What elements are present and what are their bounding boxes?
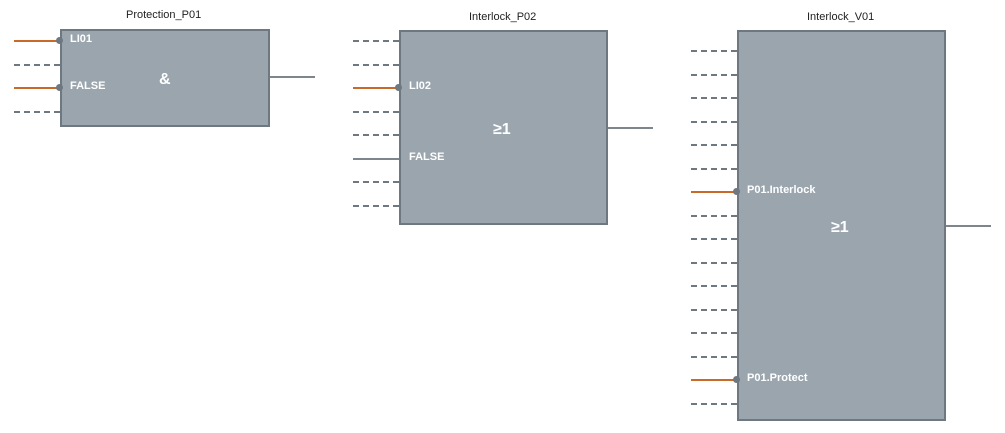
input-pin-wire[interactable] (353, 158, 399, 160)
input-pin-wire[interactable] (691, 262, 737, 264)
input-pin-wire[interactable] (14, 64, 60, 66)
input-pin-wire[interactable] (691, 97, 737, 99)
input-pin-wire[interactable] (691, 238, 737, 240)
input-pin-wire[interactable] (691, 215, 737, 217)
block-title-interlock-p02: Interlock_P02 (469, 11, 537, 23)
input-pin-wire[interactable] (353, 40, 399, 42)
input-pin-wire[interactable] (353, 134, 399, 136)
input-pin-wire[interactable] (14, 87, 60, 89)
input-pin-wire[interactable] (14, 111, 60, 113)
input-pin-wire[interactable] (691, 356, 737, 358)
input-pin-wire[interactable] (691, 332, 737, 334)
input-pin-wire[interactable] (691, 74, 737, 76)
function-block-interlock-v01[interactable]: ≥1 (737, 30, 946, 421)
input-pin-wire[interactable] (353, 64, 399, 66)
output-wire[interactable] (608, 127, 653, 129)
input-pin-wire[interactable] (353, 111, 399, 113)
input-pin-wire[interactable] (691, 379, 737, 381)
pin-connection-dot (395, 84, 402, 91)
block-operator: ≥1 (493, 121, 511, 138)
pin-label: FALSE (409, 151, 445, 163)
block-title-interlock-v01: Interlock_V01 (807, 11, 875, 23)
pin-connection-dot (733, 376, 740, 383)
pin-label: LI02 (409, 80, 432, 92)
input-pin-wire[interactable] (691, 309, 737, 311)
input-pin-wire[interactable] (691, 191, 737, 193)
pin-connection-dot (56, 37, 63, 44)
block-operator: ≥1 (831, 219, 849, 236)
input-pin-wire[interactable] (353, 181, 399, 183)
pin-label: P01.Protect (747, 372, 808, 384)
input-pin-wire[interactable] (353, 205, 399, 207)
pin-label: LI01 (70, 33, 93, 45)
input-pin-wire[interactable] (691, 121, 737, 123)
input-pin-wire[interactable] (353, 87, 399, 89)
input-pin-wire[interactable] (14, 40, 60, 42)
pin-label: FALSE (70, 80, 106, 92)
output-wire[interactable] (270, 76, 315, 78)
input-pin-wire[interactable] (691, 285, 737, 287)
input-pin-wire[interactable] (691, 144, 737, 146)
block-operator: & (159, 71, 171, 88)
function-block-protection-p01[interactable]: & (60, 29, 270, 127)
output-wire[interactable] (946, 225, 991, 227)
block-title-protection-p01: Protection_P01 (126, 9, 202, 21)
input-pin-wire[interactable] (691, 168, 737, 170)
pin-connection-dot (56, 84, 63, 91)
input-pin-wire[interactable] (691, 50, 737, 52)
pin-connection-dot (733, 188, 740, 195)
function-block-interlock-p02[interactable]: ≥1 (399, 30, 608, 225)
input-pin-wire[interactable] (691, 403, 737, 405)
pin-label: P01.Interlock (747, 184, 816, 196)
